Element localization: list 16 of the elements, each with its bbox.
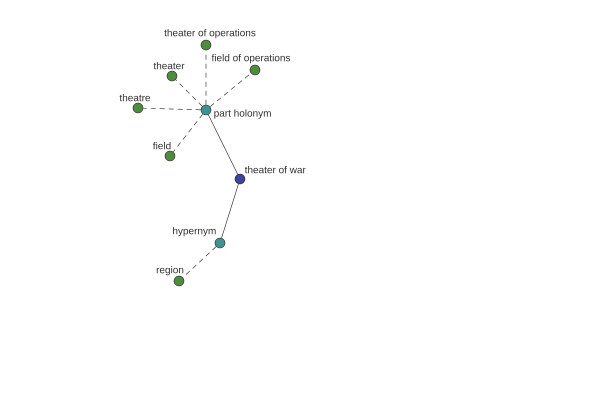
connector-line [182, 246, 216, 278]
connector-line [221, 184, 239, 238]
node-label: part holonym [214, 109, 271, 119]
connector-line [143, 108, 201, 110]
node-label: region [156, 266, 184, 276]
connector-line [175, 79, 203, 107]
node-label: theater [154, 62, 184, 70]
connector-line [208, 114, 238, 175]
node-label: field [152, 142, 171, 150]
node-label: field of operations [212, 54, 290, 64]
node-label: theater of operations [164, 28, 256, 38]
connector-line [172, 114, 204, 152]
node-label: theater of war [244, 166, 306, 174]
node-label: hypernym [173, 226, 216, 236]
node-label: theatre [120, 94, 150, 102]
connector-line [210, 73, 252, 107]
